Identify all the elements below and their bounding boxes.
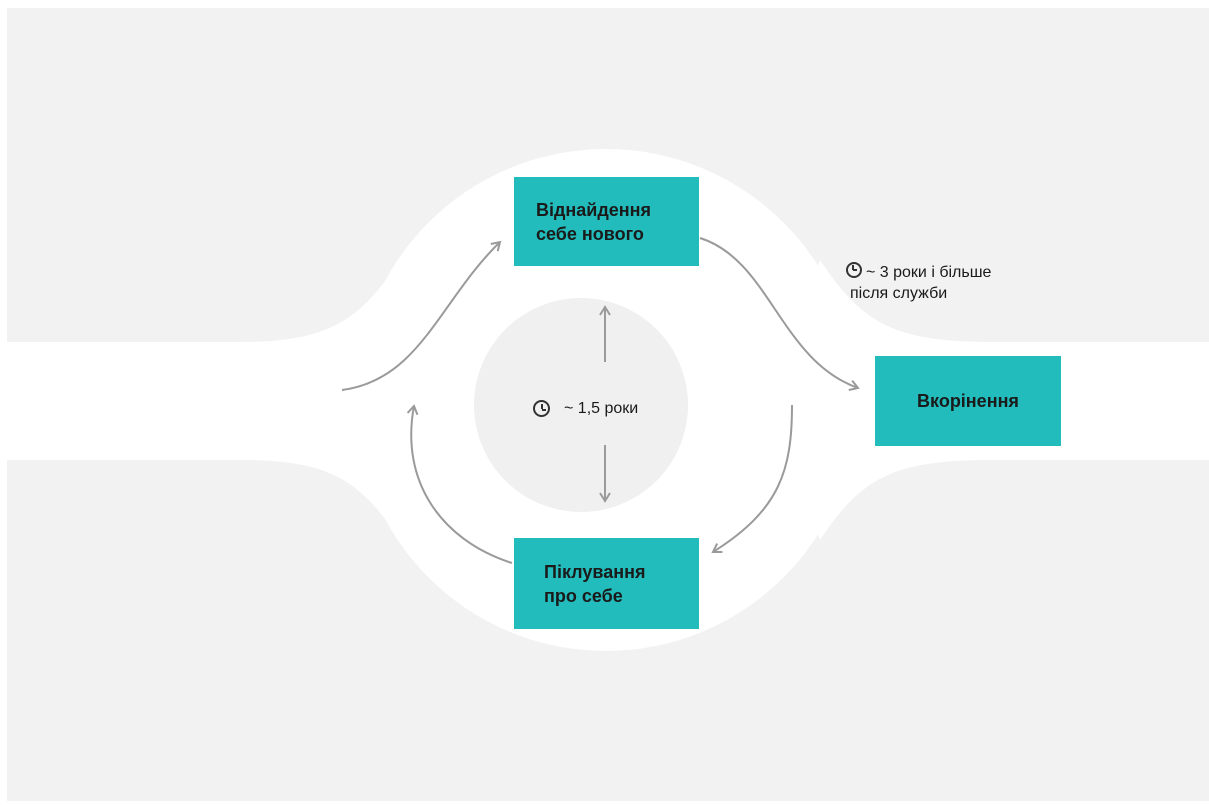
node-finding-new-self: Віднайдення себе нового xyxy=(514,177,699,266)
node-bottom-line2: про себе xyxy=(544,585,623,606)
node-top-line2: себе нового xyxy=(536,223,644,244)
duration-center-text: ~ 1,5 роки xyxy=(564,400,639,417)
inner-circle xyxy=(474,298,688,512)
duration-note-center: ~ 1,5 роки xyxy=(533,398,638,419)
node-right-label: Вкорінення xyxy=(917,391,1019,411)
duration-note-right: ~ 3 роки і більше після служби xyxy=(846,262,991,304)
clock-icon xyxy=(846,262,862,278)
duration-right-line2: після служби xyxy=(850,285,948,302)
node-rooting: Вкорінення xyxy=(875,356,1061,446)
node-bottom-line1: Піклування xyxy=(544,561,646,582)
clock-icon xyxy=(533,400,550,417)
node-top-line1: Віднайдення xyxy=(536,199,652,220)
arrow-road-to-top xyxy=(341,240,502,391)
arrow-right-to-bottom xyxy=(711,404,793,554)
node-self-care: Піклування про себе xyxy=(514,538,699,629)
arrow-top-to-right xyxy=(699,237,860,391)
arrow-bottom-to-top-left xyxy=(406,404,513,564)
duration-right-line1: ~ 3 роки і більше xyxy=(866,264,992,281)
